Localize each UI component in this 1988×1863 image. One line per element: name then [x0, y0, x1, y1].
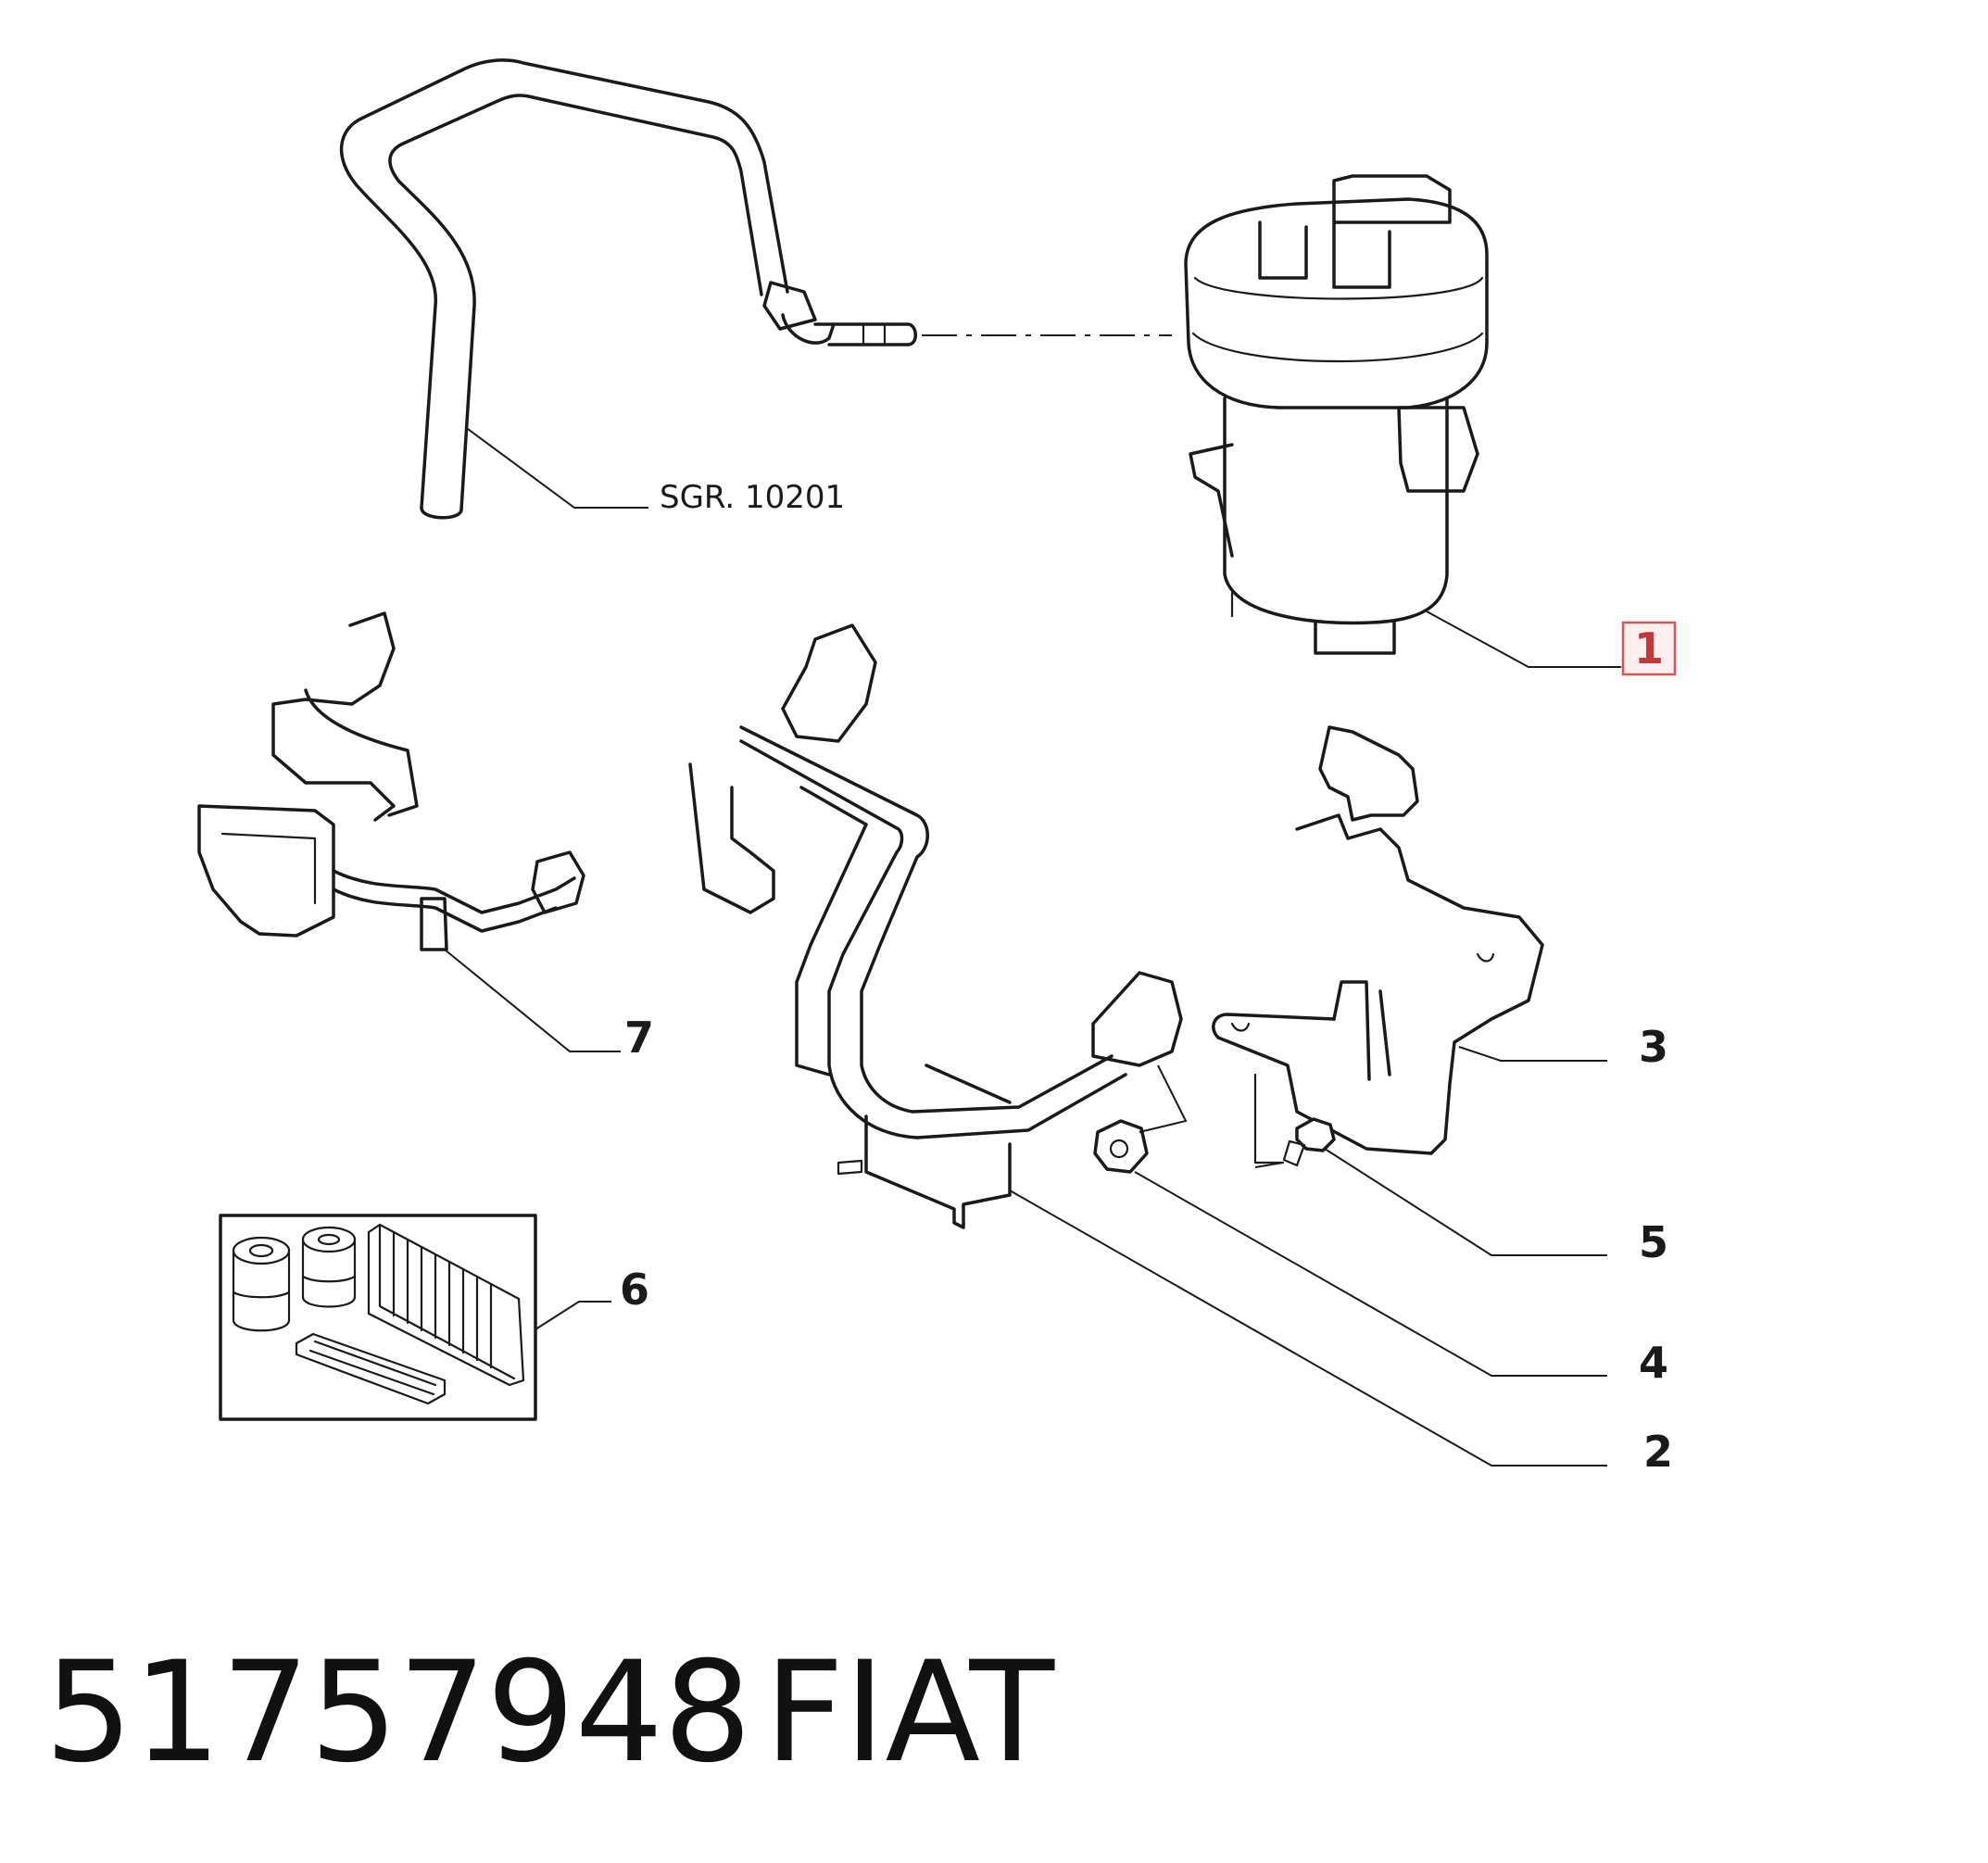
fuel-filter-housing [1184, 174, 1489, 655]
air-filter-icon [367, 1223, 525, 1387]
callout-5: 5 [1639, 1217, 1668, 1267]
leader-6 [535, 1301, 611, 1330]
part-number: 51757948 [44, 1632, 751, 1794]
filter-kit-box [219, 1214, 537, 1421]
leader-5 [1324, 1148, 1607, 1256]
wiring-bracket [197, 611, 585, 951]
leader-4 [1134, 1171, 1607, 1377]
callout-7: 7 [624, 1013, 654, 1063]
cabin-filter-icon [295, 1332, 447, 1405]
hex-bolt [1254, 1117, 1336, 1168]
brand-name: FIAT [764, 1632, 1055, 1794]
callout-1: 1 [1634, 623, 1664, 673]
leader-3 [1458, 1046, 1607, 1062]
callout-6: 6 [620, 1265, 649, 1315]
mounting-bracket-plate [1212, 725, 1544, 1164]
fuel-hose [340, 58, 917, 520]
callout-2: 2 [1643, 1427, 1673, 1477]
leader-7 [444, 949, 621, 1052]
callout-4: 4 [1639, 1338, 1668, 1388]
oil-filter-icon [232, 1226, 357, 1332]
leader-hose [467, 428, 648, 509]
flange-nut [1093, 1064, 1188, 1174]
leader-2 [1009, 1190, 1607, 1466]
tubular-bracket [688, 623, 1183, 1229]
leader-1 [1426, 611, 1621, 668]
reference-label: SGR. 10201 [660, 479, 845, 516]
callout-1-highlight [1621, 621, 1677, 676]
callout-3: 3 [1639, 1022, 1668, 1072]
